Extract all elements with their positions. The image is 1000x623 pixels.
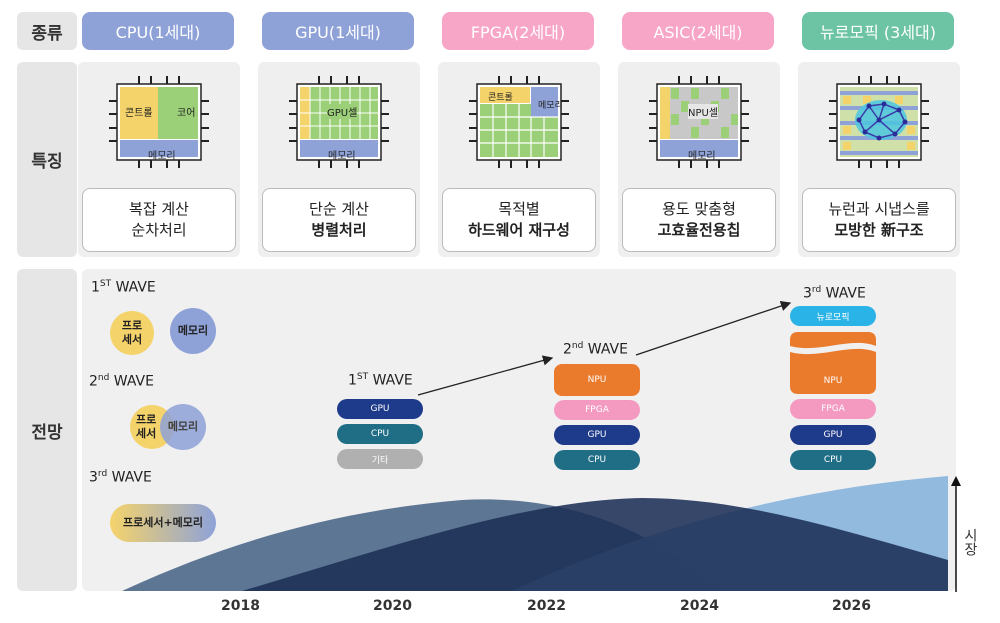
- asic-cell-label: NPU셀: [688, 104, 719, 119]
- legend-wave2-memory: 메모리: [160, 404, 206, 450]
- gpu-chip-icon: [289, 76, 389, 168]
- legend-wave1-title: 1ST WAVE: [91, 279, 156, 296]
- cpu-core-label: 코어: [177, 108, 196, 119]
- cpu-memory-label: 메모리: [148, 151, 176, 162]
- desc-asic: 용도 맞춤형 고효율전용칩: [622, 188, 776, 252]
- desc-asic-line2: 고효율전용칩: [657, 221, 741, 239]
- legend-wave1-processor: 프로 세서: [110, 311, 154, 355]
- legend-wave3-merged: 프로세서+메모리: [110, 504, 216, 542]
- timeline-wave1-title: 1ST WAVE: [348, 372, 413, 389]
- desc-neuromorphic-line1: 뉴런과 시냅스를: [828, 200, 930, 218]
- market-area-wave2: [242, 498, 948, 591]
- timeline-wave2-npu: NPU: [554, 364, 640, 396]
- feature-card-gpu: GPU셀 메모리 단순 계산 병렬처리: [258, 62, 420, 257]
- tab-gpu: GPU(1세대): [262, 12, 414, 50]
- legend-wave3-title: 3rd WAVE: [89, 469, 152, 486]
- fpga-chip-icon: [469, 76, 569, 168]
- market-area-chart: [122, 476, 948, 591]
- year-label-2026: 2026: [832, 598, 871, 614]
- tab-asic: ASIC(2세대): [622, 12, 774, 50]
- timeline-wave2-gpu: GPU: [554, 425, 640, 445]
- legend-wave2-title: 2nd WAVE: [89, 373, 154, 390]
- asic-memory-label: 메모리: [688, 151, 716, 162]
- desc-fpga-line2: 하드웨어 재구성: [468, 221, 570, 239]
- row-label-outlook: 전망: [17, 269, 77, 591]
- desc-gpu-line2: 병렬처리: [311, 221, 367, 239]
- feature-card-asic: NPU셀 메모리 용도 맞춤형 고효율전용칩: [618, 62, 780, 257]
- desc-gpu: 단순 계산 병렬처리: [262, 188, 416, 252]
- desc-cpu-line2: 순차처리: [131, 221, 187, 239]
- year-label-2018: 2018: [221, 598, 260, 614]
- timeline-wave1-cpu: CPU: [337, 424, 423, 444]
- desc-cpu-line1: 복잡 계산: [129, 200, 189, 218]
- desc-gpu-line1: 단순 계산: [309, 200, 369, 218]
- legend-wave1-memory: 메모리: [170, 308, 216, 354]
- fpga-control-label: 콘트롤: [488, 93, 513, 103]
- timeline-wave2-title: 2nd WAVE: [563, 341, 628, 358]
- neuromorphic-chip-icon: [829, 76, 929, 168]
- tab-fpga: FPGA(2세대): [442, 12, 594, 50]
- feature-card-fpga: 콘트롤 메모리 목적별 하드웨어 재구성: [438, 62, 600, 257]
- desc-fpga: 목적별 하드웨어 재구성: [442, 188, 596, 252]
- tab-cpu: CPU(1세대): [82, 12, 234, 50]
- gpu-cell-label: GPU셀: [327, 104, 358, 119]
- year-label-2022: 2022: [527, 598, 566, 614]
- fpga-memory-label: 메모리: [538, 101, 563, 111]
- asic-chip-icon: [649, 76, 749, 168]
- timeline-wave2-cpu: CPU: [554, 450, 640, 470]
- cpu-control-label: 콘트롤: [125, 108, 153, 119]
- gpu-memory-label: 메모리: [328, 151, 356, 162]
- tab-neuromorphic: 뉴로모픽 (3세대): [802, 12, 954, 50]
- timeline-wave3-fpga: FPGA: [790, 399, 876, 419]
- desc-neuromorphic: 뉴런과 시냅스를 모방한 新구조: [802, 188, 956, 252]
- cpu-chip-icon: [109, 76, 209, 168]
- timeline-wave3-gpu: GPU: [790, 425, 876, 445]
- feature-card-neuromorphic: 뉴런과 시냅스를 모방한 新구조: [798, 62, 960, 257]
- desc-asic-line1: 용도 맞춤형: [662, 200, 736, 218]
- timeline-wave3-cpu: CPU: [790, 450, 876, 470]
- desc-cpu: 복잡 계산 순차처리: [82, 188, 236, 252]
- timeline-wave1-other: 기타: [337, 449, 423, 469]
- timeline-wave3-npu-block: [790, 332, 876, 394]
- year-label-2020: 2020: [373, 598, 412, 614]
- row-label-type: 종류: [17, 12, 77, 50]
- desc-neuromorphic-line2: 모방한 新구조: [834, 221, 924, 239]
- timeline-wave3-title: 3rd WAVE: [803, 285, 866, 302]
- year-label-2024: 2024: [680, 598, 719, 614]
- timeline-wave3-neuromorphic: 뉴로모픽: [790, 306, 876, 326]
- desc-fpga-line1: 목적별: [498, 200, 540, 218]
- row-label-feature: 특징: [17, 62, 77, 257]
- timeline-wave1-gpu: GPU: [337, 399, 423, 419]
- timeline-wave2-fpga: FPGA: [554, 400, 640, 420]
- timeline-wave3-npu-label: NPU: [823, 376, 843, 386]
- market-axis-arrow-icon: [951, 476, 961, 592]
- market-axis-label: 시장: [962, 528, 978, 556]
- feature-card-cpu: 콘트롤 코어 메모리 복잡 계산 순차처리: [78, 62, 240, 257]
